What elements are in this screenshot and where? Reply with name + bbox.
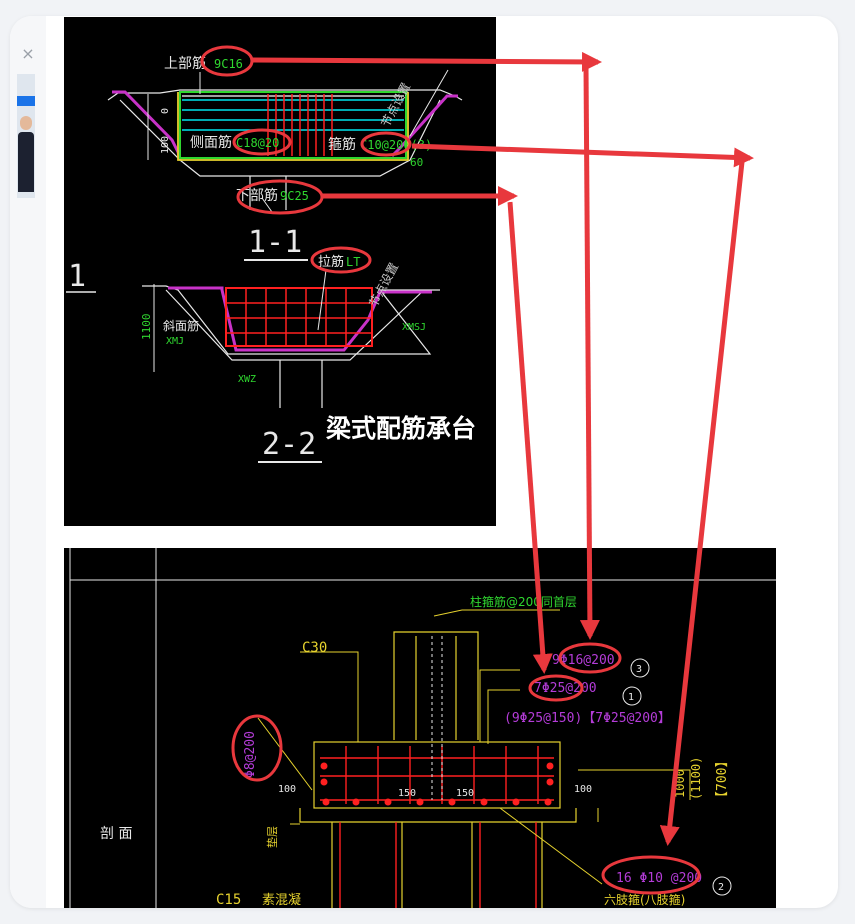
plain-concrete-label: 素混凝 [262, 892, 301, 908]
arrow-stirrup [411, 143, 754, 168]
advert-thumbnail[interactable] [17, 74, 35, 198]
close-icon[interactable]: × [21, 44, 35, 63]
side-mark: 1 [68, 259, 86, 294]
rebar-3-value: 9Φ16@200 [552, 653, 615, 668]
thumbnail-logo-band [17, 96, 35, 106]
highlight-stirrup-2 [601, 855, 701, 895]
stirrup-note: 六肢箍(八肢箍) [604, 892, 685, 907]
section-label: 剖 面 [100, 826, 132, 842]
circle-3-label: 3 [636, 664, 642, 675]
stirrup-label: 箍筋 [328, 136, 356, 153]
arrow-bottom-bar-down [507, 201, 553, 674]
highlight-side-bar [232, 128, 292, 156]
cap-section-drawing: 剖 面 [64, 548, 776, 908]
rebar-1-alt-value: (9Φ25@150)【7Φ25@200】 [504, 711, 671, 726]
xmsj-value: XMSJ [402, 322, 426, 333]
side-bar-label: 侧面筋 [190, 134, 232, 151]
circle-1-label: 1 [628, 692, 634, 703]
dim-150-a: 150 [398, 788, 416, 799]
dim-100-right: 100 [574, 784, 592, 795]
highlight-rebar-3 [558, 642, 622, 674]
arrow-stirrup-down [659, 161, 745, 846]
thumbnail-strip: × [10, 16, 46, 908]
column-stirrup-note: 柱箍筋@200同首层 [470, 594, 577, 609]
dim-1100: (1100) [689, 757, 703, 800]
highlight-rebar-1 [528, 674, 584, 702]
dim-1100: 1100 [140, 314, 153, 341]
beam-cap-drawing: 0 100 60 节点设置 上部筋 9C16 侧面筋 C18@20 箍筋 C10… [64, 17, 496, 526]
highlight-side-rebar [231, 714, 283, 782]
slope-bar-label: 斜面筋 [163, 318, 199, 333]
highlight-tie [310, 246, 372, 274]
bottom-bar-value: 9C25 [280, 189, 309, 203]
concrete-grade: C30 [302, 640, 327, 656]
section-1-1: 0 100 60 节点设置 上部筋 9C16 侧面筋 C18@20 箍筋 C10… [107, 55, 463, 261]
xwz-value: XWZ [238, 374, 256, 385]
stirrup-2-value: 16 Φ10 @200 [616, 871, 702, 886]
top-bar-label: 上部筋 [164, 55, 206, 72]
thumbnail-person-head [20, 116, 32, 130]
cushion-label: 垫层 [265, 826, 279, 848]
dim-100: 100 [160, 136, 171, 154]
bottom-bar-label: 下部筋 [236, 187, 278, 204]
section-2-2-title: 2-2 [262, 427, 316, 462]
dim-700: 【700】 [715, 755, 730, 804]
beam-cap-title: 梁式配筋承台 [325, 414, 476, 443]
dim-0: 0 [160, 108, 171, 114]
section-2-2: 1100 斜面筋 XMJ XMSJ XWZ 拉筋 LT 节点设置 2-2 梁式配… [140, 254, 476, 463]
arrow-top-bar-down [579, 65, 600, 640]
dim-150-b: 150 [456, 788, 474, 799]
tie-label: 拉筋 [318, 254, 344, 270]
section-1-1-title: 1-1 [248, 225, 302, 260]
top-bar-value: 9C16 [214, 57, 243, 71]
cad-canvas-bottom [64, 548, 776, 908]
red-annotations [200, 45, 754, 895]
side-rebar-value: Φ8@200 [243, 731, 258, 778]
dim-60: 60 [410, 156, 423, 169]
circle-2-label: 2 [718, 882, 724, 893]
rebar-1-value: 7Φ25@200 [534, 681, 597, 696]
tie-value: LT [346, 255, 360, 269]
xmj-value: XMJ [166, 336, 184, 347]
highlight-stirrup [360, 131, 412, 157]
arrow-top-bar [251, 51, 602, 72]
base-concrete-grade: C15 [216, 892, 241, 908]
thumbnail-person-suit [18, 132, 34, 192]
dim-100-left: 100 [278, 784, 296, 795]
side-bar-value: C18@20 [236, 136, 279, 150]
